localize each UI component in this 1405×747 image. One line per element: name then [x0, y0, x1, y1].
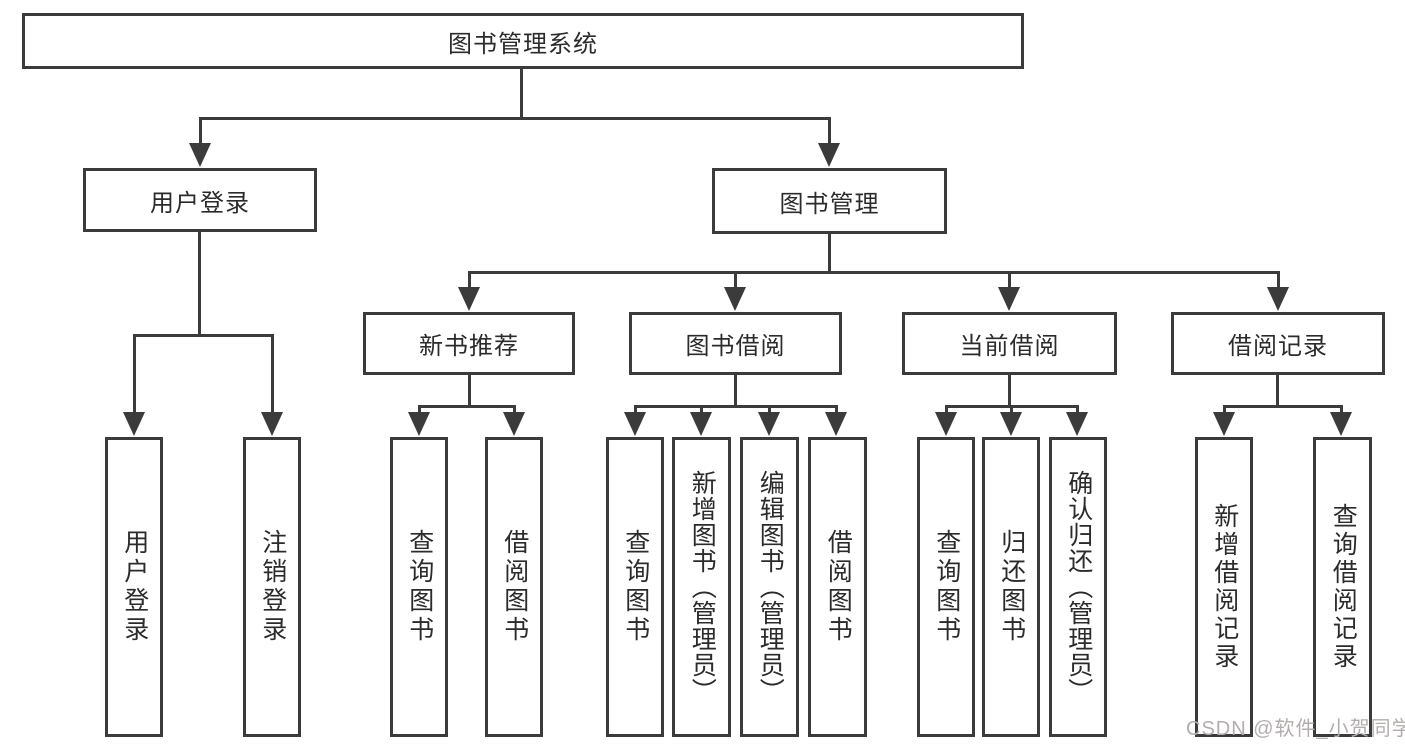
- connector-line: [520, 66, 523, 120]
- arrow-down-icon: [825, 412, 847, 436]
- node-borrow-books-borrow: 借阅图书: [808, 437, 867, 737]
- connector-line: [828, 117, 831, 147]
- node-query-books-current: 查询图书: [917, 437, 975, 737]
- arrow-down-icon: [1267, 287, 1289, 311]
- arrow-down-icon: [408, 412, 430, 436]
- arrow-down-icon: [1213, 412, 1235, 436]
- connector-line: [1277, 271, 1280, 289]
- connector-line: [418, 405, 516, 408]
- arrow-down-icon: [1000, 412, 1022, 436]
- node-user-login-leaf: 用户登录: [105, 437, 163, 737]
- node-query-books-borrow: 查询图书: [606, 437, 664, 737]
- node-edit-book-admin: 编辑图书（管理员）: [740, 437, 799, 737]
- node-borrow-books-recommend: 借阅图书: [485, 437, 543, 737]
- arrow-down-icon: [503, 412, 525, 436]
- node-add-borrow-record: 新增借阅记录: [1195, 437, 1253, 737]
- node-borrow-records: 借阅记录: [1171, 312, 1385, 375]
- connector-line: [133, 334, 136, 414]
- connector-line: [734, 375, 737, 407]
- connector-line: [271, 334, 274, 414]
- connector-line: [945, 405, 948, 415]
- node-confirm-return-admin: 确认归还（管理员）: [1049, 437, 1107, 737]
- connector-line: [513, 405, 516, 415]
- connector-line: [468, 271, 1280, 274]
- node-logout-leaf: 注销登录: [243, 437, 301, 737]
- connector-line: [828, 234, 831, 274]
- connector-line: [1340, 405, 1343, 415]
- connector-line: [418, 405, 421, 415]
- arrow-down-icon: [624, 412, 646, 436]
- connector-line: [634, 405, 838, 408]
- connector-line: [700, 405, 703, 415]
- connector-line: [1223, 405, 1226, 415]
- arrow-down-icon: [1066, 412, 1088, 436]
- arrow-down-icon: [189, 143, 211, 167]
- connector-line: [835, 405, 838, 415]
- connector-line: [199, 117, 831, 120]
- arrow-down-icon: [818, 143, 840, 167]
- connector-line: [468, 375, 471, 407]
- connector-line: [468, 271, 471, 289]
- connector-line: [1223, 405, 1343, 408]
- node-book-management: 图书管理: [712, 168, 947, 234]
- arrow-down-icon: [758, 412, 780, 436]
- node-root: 图书管理系统: [22, 13, 1024, 69]
- node-query-books-recommend: 查询图书: [390, 437, 448, 737]
- arrow-down-icon: [123, 412, 145, 436]
- connector-line: [1076, 405, 1079, 415]
- node-add-book-admin: 新增图书（管理员）: [672, 437, 731, 737]
- node-query-borrow-record: 查询借阅记录: [1313, 437, 1372, 737]
- node-new-book-recommend: 新书推荐: [363, 312, 575, 375]
- node-return-books: 归还图书: [982, 437, 1040, 737]
- connector-line: [734, 271, 737, 289]
- arrow-down-icon: [935, 412, 957, 436]
- node-book-borrow: 图书借阅: [629, 312, 842, 375]
- connector-line: [133, 334, 273, 337]
- connector-line: [1008, 375, 1011, 407]
- arrow-down-icon: [261, 412, 283, 436]
- arrow-down-icon: [1330, 412, 1352, 436]
- node-user-login: 用户登录: [83, 168, 317, 232]
- node-current-borrow: 当前借阅: [902, 312, 1117, 375]
- connector-line: [1276, 375, 1279, 407]
- arrow-down-icon: [690, 412, 712, 436]
- connector-line: [198, 232, 201, 337]
- connector-line: [1010, 405, 1013, 415]
- arrow-down-icon: [724, 287, 746, 311]
- arrow-down-icon: [998, 287, 1020, 311]
- arrow-down-icon: [458, 287, 480, 311]
- connector-line: [634, 405, 637, 415]
- connector-line: [768, 405, 771, 415]
- watermark: CSDN @软件_小贺同学: [1186, 718, 1405, 740]
- connector-line: [199, 117, 202, 147]
- connector-line: [1008, 271, 1011, 289]
